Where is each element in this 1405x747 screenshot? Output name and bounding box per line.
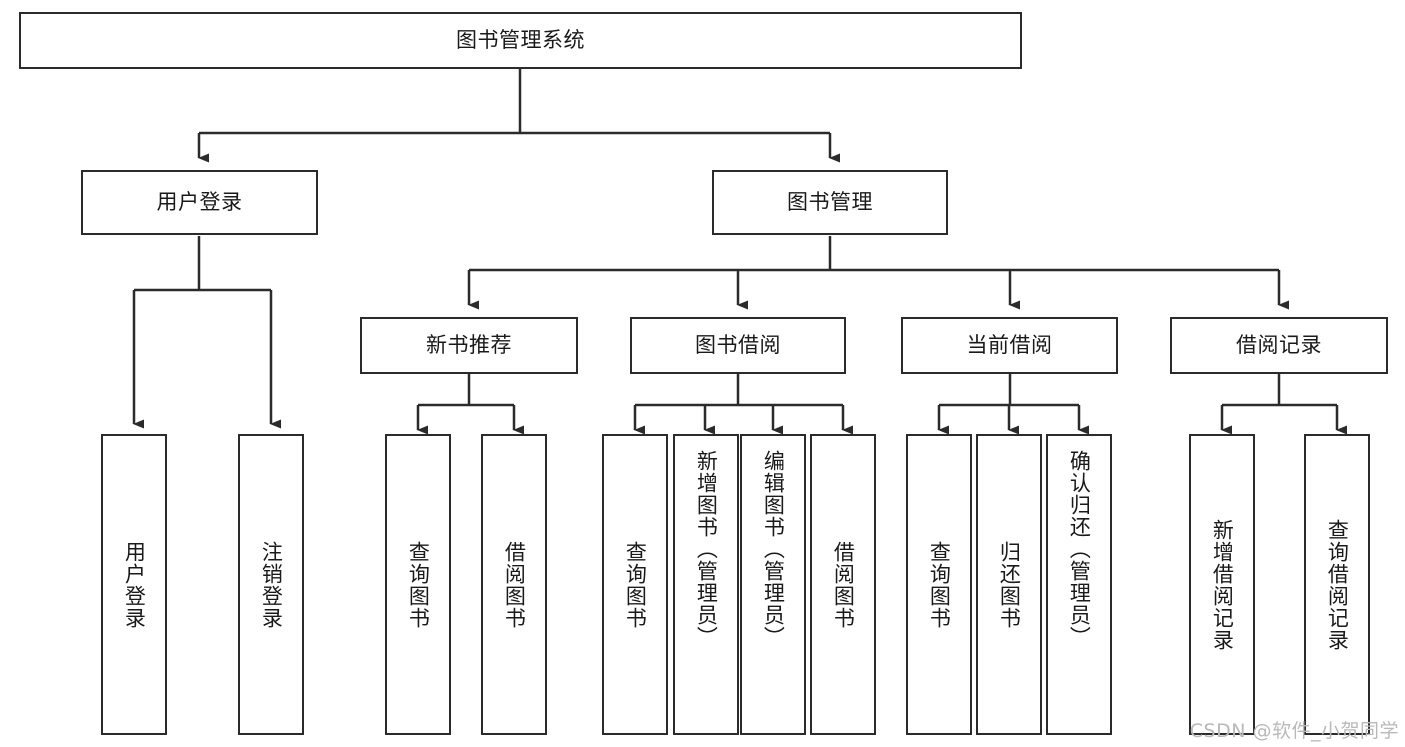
node-new-book-recommend[interactable]: 新书推荐	[360, 317, 578, 374]
node-label: 查询图书	[927, 540, 952, 629]
node-leaf-user-login[interactable]: 用户登录	[101, 434, 167, 735]
node-current-borrow[interactable]: 当前借阅	[901, 317, 1118, 374]
node-leaf-add-book-admin[interactable]: 新增图书（管理员）	[673, 434, 739, 735]
node-label: 新书推荐	[426, 333, 512, 358]
node-label: 借阅记录	[1236, 333, 1322, 358]
node-label: 新增借阅记录	[1210, 518, 1235, 651]
node-book-management[interactable]: 图书管理	[712, 170, 948, 235]
node-leaf-return-book[interactable]: 归还图书	[976, 434, 1042, 735]
node-label: 图书借阅	[695, 333, 781, 358]
node-label: 查询图书	[406, 540, 431, 629]
node-label: 用户登录	[156, 190, 243, 215]
node-label: 借阅图书	[831, 540, 856, 629]
node-leaf-confirm-return-admin[interactable]: 确认归还（管理员）	[1046, 434, 1112, 735]
node-leaf-query-book-recommend[interactable]: 查询图书	[385, 434, 451, 735]
node-book-borrow[interactable]: 图书借阅	[630, 317, 846, 374]
node-leaf-logout-login[interactable]: 注销登录	[238, 434, 304, 735]
node-user-login[interactable]: 用户登录	[81, 170, 318, 235]
node-label: 注销登录	[259, 540, 284, 629]
node-leaf-add-borrow-record[interactable]: 新增借阅记录	[1189, 434, 1255, 735]
node-label: 归还图书	[997, 540, 1022, 629]
node-label: 当前借阅	[966, 333, 1053, 358]
node-leaf-query-book-current[interactable]: 查询图书	[906, 434, 972, 735]
node-leaf-query-borrow-record[interactable]: 查询借阅记录	[1304, 434, 1370, 735]
node-root-book-management-system[interactable]: 图书管理系统	[19, 12, 1022, 69]
node-label: 新增图书（管理员）	[694, 450, 719, 648]
node-label: 编辑图书（管理员）	[761, 450, 786, 648]
node-leaf-borrow-book-recommend[interactable]: 借阅图书	[481, 434, 547, 735]
node-label: 图书管理	[787, 190, 873, 215]
node-label: 查询借阅记录	[1325, 518, 1350, 651]
node-label: 图书管理系统	[456, 28, 585, 53]
node-label: 确认归还（管理员）	[1067, 450, 1092, 648]
node-label: 借阅图书	[502, 540, 527, 629]
node-label: 用户登录	[122, 540, 147, 629]
node-leaf-query-book-borrow[interactable]: 查询图书	[602, 434, 668, 735]
node-label: 查询图书	[623, 540, 648, 629]
node-leaf-edit-book-admin[interactable]: 编辑图书（管理员）	[740, 434, 806, 735]
node-leaf-borrow-book[interactable]: 借阅图书	[810, 434, 876, 735]
node-borrow-record[interactable]: 借阅记录	[1170, 317, 1388, 374]
